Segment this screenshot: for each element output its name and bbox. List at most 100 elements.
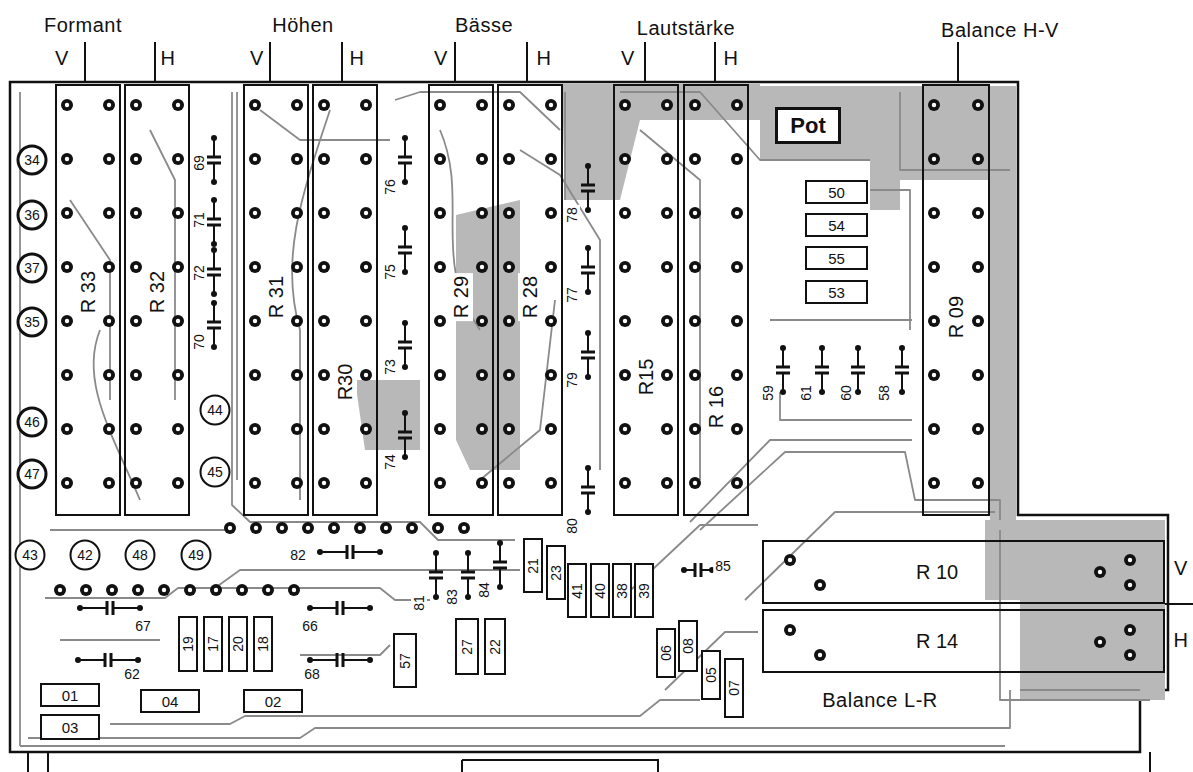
channel-label: H	[1174, 630, 1189, 650]
resistor-symbol: 39	[634, 563, 654, 618]
test-point: 43	[14, 539, 46, 571]
potentiometer-name: R 10	[913, 560, 961, 584]
pot-marking-box: Pot	[775, 107, 841, 144]
resistor-symbol: 21	[523, 538, 543, 593]
resistor-symbol: 08	[678, 620, 698, 672]
part-number: 57	[398, 653, 412, 669]
potentiometer-outline: R 10	[762, 540, 1165, 604]
capacitor-number: 69	[191, 153, 207, 173]
potentiometer-name: R 09	[944, 293, 968, 341]
test-point-circle	[201, 396, 230, 425]
control-tick-lines	[85, 42, 958, 82]
test-point-number: 35	[24, 315, 40, 329]
part-number: 20	[231, 636, 245, 652]
resistor-symbol: 54	[805, 213, 868, 237]
channel-label: V	[1174, 558, 1188, 578]
resistor-symbol: 05	[701, 650, 721, 700]
channel-label: H	[537, 48, 552, 68]
control-label: Balance L-R	[820, 689, 940, 711]
control-label: Balance H-V	[941, 20, 1059, 40]
potentiometer-outline: R30	[312, 84, 378, 516]
test-point-circle	[18, 254, 46, 282]
resistor-symbol: 02	[243, 689, 303, 713]
test-point-circle	[16, 541, 45, 570]
test-point-number: 44	[207, 403, 223, 417]
channel-label: H	[724, 48, 739, 68]
test-point: 37	[16, 252, 48, 284]
resistor-symbol: 41	[567, 563, 587, 618]
resistor-symbol: 20	[228, 616, 248, 672]
capacitor-number: 68	[302, 666, 322, 682]
channel-label: H	[161, 48, 176, 68]
capacitor-number: 73	[382, 357, 398, 377]
potentiometer-outline: R 14	[762, 609, 1165, 673]
capacitor-number: 60	[838, 383, 854, 403]
capacitor-number: 71	[191, 210, 207, 230]
part-number: 40	[593, 583, 607, 599]
potentiometer-name: R 28	[518, 273, 542, 321]
test-point-number: 37	[24, 261, 40, 275]
test-point-circle	[18, 460, 46, 488]
test-point: 45	[199, 456, 231, 488]
control-label: Formant	[44, 15, 122, 35]
copper-fill	[355, 84, 1165, 700]
part-number: 02	[265, 694, 282, 709]
part-number: 38	[615, 583, 629, 599]
capacitor-number: 79	[564, 370, 580, 390]
control-label: Lautstärke	[637, 18, 735, 38]
capacitor-number: 59	[760, 383, 776, 403]
capacitor-number: 82	[288, 547, 308, 563]
potentiometer-name: R15	[634, 356, 658, 399]
capacitor-number: 81	[411, 593, 427, 613]
potentiometer-outline: R 09	[922, 84, 990, 516]
part-number: 06	[659, 645, 673, 661]
potentiometer-outline: R 31	[243, 84, 309, 516]
board-outline	[10, 82, 1193, 772]
test-point-circle	[18, 146, 46, 174]
resistor-symbol: 38	[612, 563, 632, 618]
test-point: 44	[199, 394, 231, 426]
potentiometer-outline: R 29	[428, 84, 494, 516]
resistor-symbol: 50	[805, 180, 868, 204]
test-point-circle	[126, 541, 155, 570]
part-number: 21	[526, 558, 540, 574]
channel-label: V	[250, 48, 264, 68]
test-point-circle	[71, 541, 100, 570]
capacitor-number: 72	[191, 263, 207, 283]
capacitor-number: 84	[476, 580, 492, 600]
part-number: 04	[162, 694, 179, 709]
part-number: 17	[206, 636, 220, 652]
capacitor-number: 77	[564, 285, 580, 305]
potentiometer-name: R 16	[704, 383, 728, 431]
resistor-symbol: 22	[484, 618, 506, 675]
capacitor-symbols	[75, 135, 909, 667]
resistor-symbol: 40	[590, 563, 610, 618]
test-point-number: 46	[24, 415, 40, 429]
test-point-number: 45	[207, 465, 223, 479]
capacitor-number: 83	[444, 587, 460, 607]
test-point: 34	[16, 144, 48, 176]
capacitor-number: 76	[382, 177, 398, 197]
capacitor-number: 66	[300, 618, 320, 634]
channel-label: V	[621, 48, 635, 68]
potentiometer-name: R 33	[76, 268, 100, 316]
control-label: Höhen	[272, 15, 333, 35]
part-number: 23	[549, 565, 563, 581]
capacitor-number: 58	[876, 383, 892, 403]
resistor-symbol: 04	[140, 689, 200, 713]
part-number: 07	[727, 680, 741, 696]
resistor-symbol: 17	[203, 616, 223, 672]
capacitor-number: 78	[564, 205, 580, 225]
resistor-symbol: 18	[253, 616, 273, 672]
resistor-symbol: 07	[724, 658, 744, 718]
test-point: 46	[16, 406, 48, 438]
test-point-circle	[18, 408, 46, 436]
channel-label: H	[350, 48, 365, 68]
part-number: 01	[62, 688, 79, 703]
potentiometer-name: R 29	[449, 273, 473, 321]
resistor-symbol: 03	[40, 714, 100, 740]
test-point-circle	[182, 541, 211, 570]
test-point-number: 49	[188, 548, 204, 562]
